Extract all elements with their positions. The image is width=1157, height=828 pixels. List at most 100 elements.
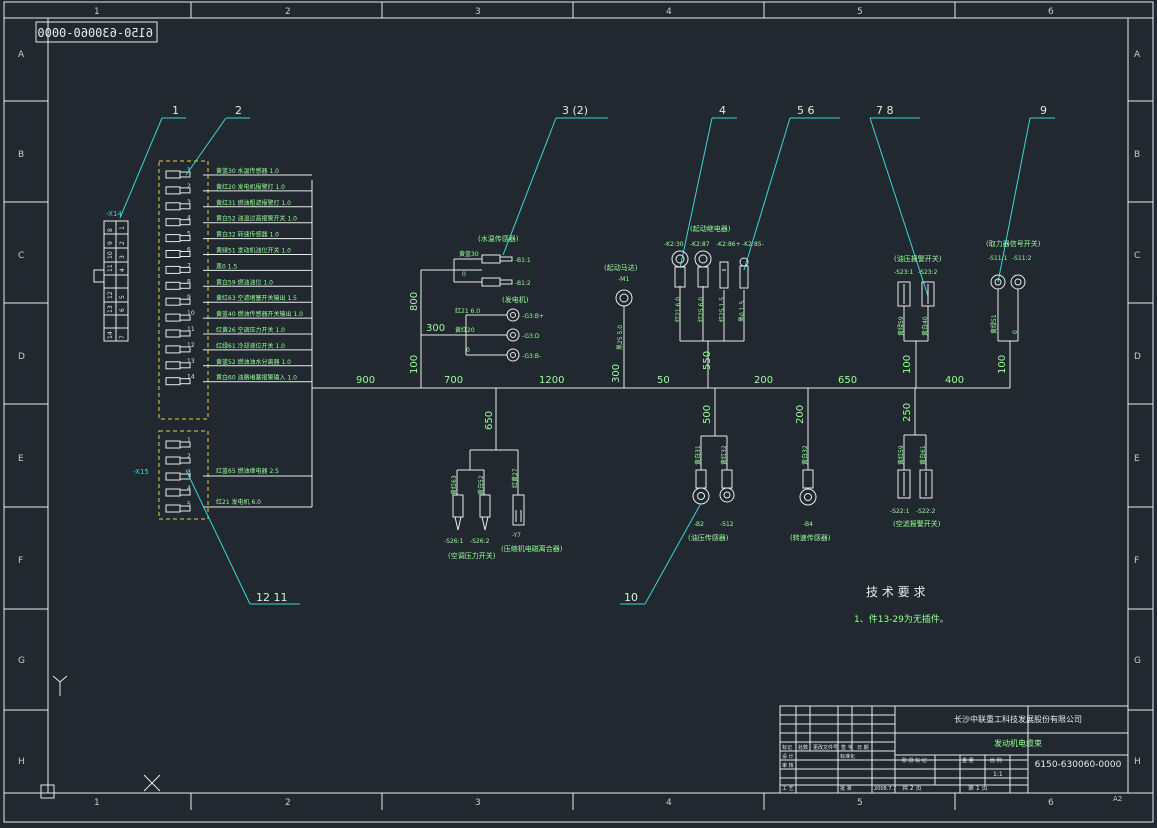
terminal-tip: [179, 171, 191, 178]
terminal-body: [165, 170, 181, 179]
x14-pin-number: 7: [187, 262, 191, 269]
air-switch-wire-1: 黄红59: [897, 445, 905, 465]
clutch-wire: 红黄27: [511, 468, 519, 488]
col-label-top-5: 5: [857, 7, 863, 17]
ucs-icon: [40, 675, 161, 799]
connector-x14-outline[interactable]: [93, 220, 129, 342]
col-label-bottom-1: 1: [94, 798, 100, 808]
x14-face-pin: 8: [107, 228, 114, 232]
balloon-12-11: 12 11: [256, 591, 288, 604]
role-approve: 批 准: [840, 785, 852, 792]
terminal-tip: [179, 203, 191, 210]
x15-pin-number: 2: [187, 453, 191, 460]
row-label-left-a: A: [18, 50, 25, 60]
x15-pin-number: 4: [187, 485, 191, 492]
header-change-doc: 更改文件号: [813, 744, 838, 751]
balloon-numbers: 1 2 3 (2) 4 5 6 7 8 9 10 12 11: [172, 104, 1047, 604]
air-switch-pin-1: -S22:1: [890, 508, 910, 515]
speed-sensor-title: (转速传感器): [790, 533, 831, 542]
oil-switch-pin-1: -S23:1: [894, 269, 914, 276]
ac-switch-pin-2: -S26:2: [470, 538, 490, 545]
dim-50: 50: [657, 375, 670, 386]
air-switch-title: (空滤报警开关): [893, 519, 941, 528]
x15-terminal-block-outline[interactable]: [158, 430, 209, 520]
oil-switch-title: (油压报警开关): [894, 254, 942, 263]
drawing-number: 6150-630060-0000: [1035, 760, 1122, 770]
x15-pin-number: 1: [187, 437, 191, 444]
connector-x14-pin-numbers: 8 10 12 13 14 1 9 11 5 6 7 2 3 4: [107, 226, 126, 339]
terminal-tip: [179, 282, 191, 289]
col-label-top-2: 2: [285, 7, 291, 17]
x14-wire-label: 黄红20 发电机报警灯 1.0: [216, 183, 285, 191]
x14-terminal-block-outline[interactable]: [158, 160, 209, 420]
starter-title: (起动马达): [604, 263, 638, 272]
ac-switch-title: (空调压力开关): [448, 551, 496, 560]
x14-wire-label: 黄绿51 发动机油位开关 1.0: [216, 247, 291, 255]
terminal-body: [165, 218, 181, 227]
terminal-body: [165, 202, 181, 211]
terminal-tip: [179, 489, 191, 496]
water-temp-pin-1: -B1:1: [515, 257, 531, 264]
col-label-bottom-4: 4: [666, 798, 672, 808]
row-label-left-d: D: [18, 352, 25, 362]
dim-100-b: 100: [409, 355, 420, 374]
relay-pin-3: -K2:86+: [716, 241, 741, 248]
connector-x15-label: -X15: [133, 468, 149, 476]
dim-550: 550: [702, 351, 713, 370]
title-block-text: 长沙中联重工科技发展股份有限公司 发动机电缆束 6150-630060-0000…: [782, 714, 1122, 792]
row-label-left-f: F: [18, 556, 23, 566]
terminal-body: [165, 345, 181, 354]
relay-wire-2: 红25 6.0: [697, 297, 705, 322]
col-label-bottom-5: 5: [857, 798, 863, 808]
x15-pin-number: 5: [187, 501, 191, 508]
ac-switch-wire-2: 黄白52: [477, 475, 485, 495]
col-label-bottom-2: 2: [285, 798, 291, 808]
x15-pin-number: 3: [187, 469, 191, 476]
x15-wire-label: 红蓝65 燃油继电器 2.5: [216, 467, 279, 475]
x14-pin-number: 6: [187, 247, 191, 254]
role-process: 工 艺: [782, 786, 794, 792]
terminal-body: [165, 234, 181, 243]
terminal-body: [165, 250, 181, 258]
col-label-top-6: 6: [1048, 7, 1054, 17]
s11-title: (取力器信号开关): [986, 239, 1041, 248]
x14-face-pin: 2: [119, 241, 126, 245]
x15-terminal: 4: [165, 485, 191, 497]
x14-wire-label: 黄红31 燃油粗滤报警灯 1.0: [216, 199, 291, 207]
generator-pin-1: -G3:B+: [522, 313, 544, 320]
dim-300: 300: [611, 364, 622, 383]
mark-stage: 阶 段 标 记: [902, 757, 927, 764]
x14-pin-number: 4: [187, 215, 191, 222]
tech-req-item: 1、件13-29为无插件。: [854, 613, 949, 625]
row-label-left-g: G: [18, 656, 25, 666]
terminal-tip: [179, 266, 191, 273]
balloon-1: 1: [172, 104, 179, 117]
x15-terminal: 1: [165, 437, 191, 449]
terminal-body: [165, 281, 181, 290]
starter-wire: 黑25 5.0: [617, 325, 624, 350]
row-label-left-e: E: [18, 454, 24, 464]
terminal-tip: [179, 219, 191, 226]
dim-100-a: 100: [902, 355, 913, 374]
terminal-tip: [179, 505, 191, 512]
mark-weight: 重 量: [962, 757, 974, 764]
x14-face-pin: 1: [119, 226, 126, 230]
water-temp-wire-1: 黄蓝30: [459, 250, 479, 258]
row-label-left-h: H: [18, 757, 25, 767]
oil-sensor-title: (油压传感器): [688, 533, 729, 542]
s11-pin-2: -S11:2: [1012, 255, 1032, 262]
terminal-tip: [179, 187, 191, 194]
role-standard: 标准化: [840, 753, 855, 760]
x14-face-pin: 12: [107, 291, 114, 299]
row-label-left-b: B: [18, 150, 24, 160]
terminal-body: [165, 504, 181, 513]
clutch-ref: -Y7: [512, 532, 521, 539]
